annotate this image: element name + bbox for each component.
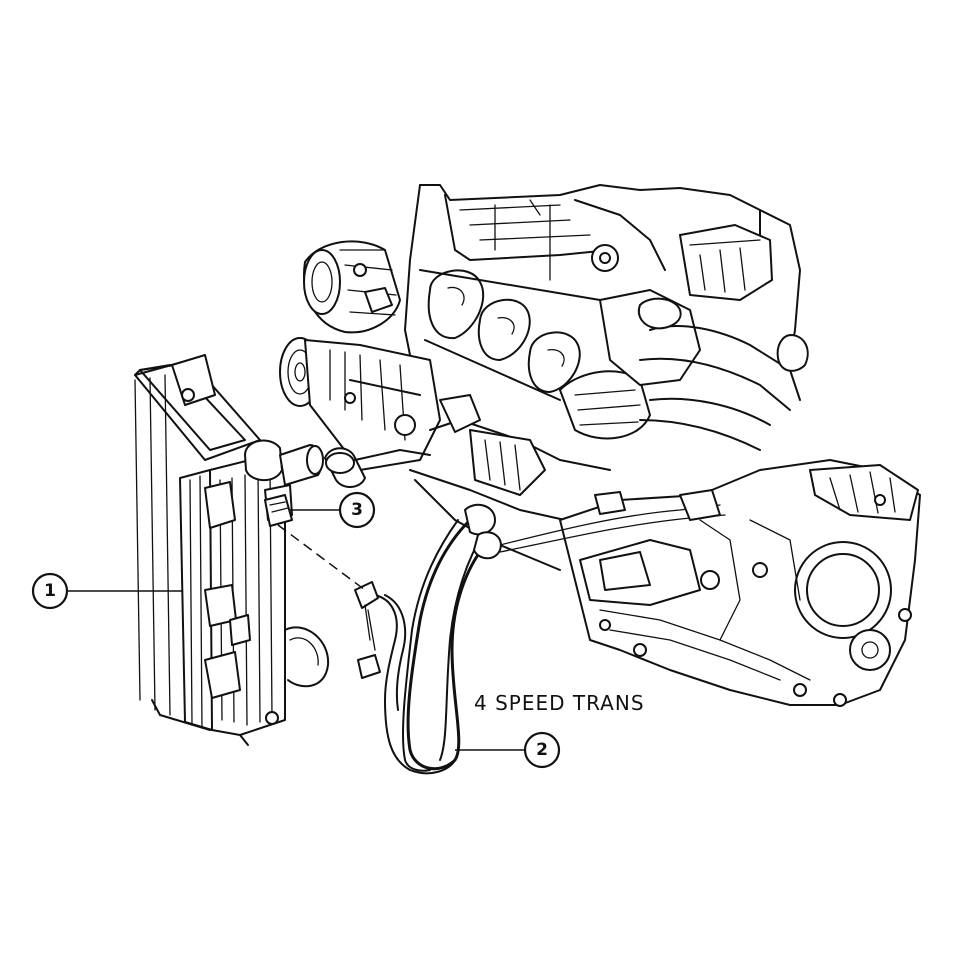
callout-2-circle <box>523 731 561 769</box>
callout-1-number: 1 <box>44 581 56 601</box>
callout-3: 3 <box>290 491 376 529</box>
callout-3-circle <box>338 491 376 529</box>
engine-assembly <box>279 184 921 707</box>
radiator <box>134 354 330 746</box>
alignment-dash-line <box>277 524 366 591</box>
callout-2-number: 2 <box>536 740 548 760</box>
callout-1-circle <box>31 572 69 610</box>
callout-1: 1 <box>31 572 182 610</box>
callout-2: 2 <box>455 731 561 769</box>
callout-3-number: 3 <box>351 500 363 520</box>
transmission-annotation: 4 SPEED TRANS <box>474 691 645 715</box>
clamp <box>264 494 293 527</box>
hose <box>354 503 502 775</box>
